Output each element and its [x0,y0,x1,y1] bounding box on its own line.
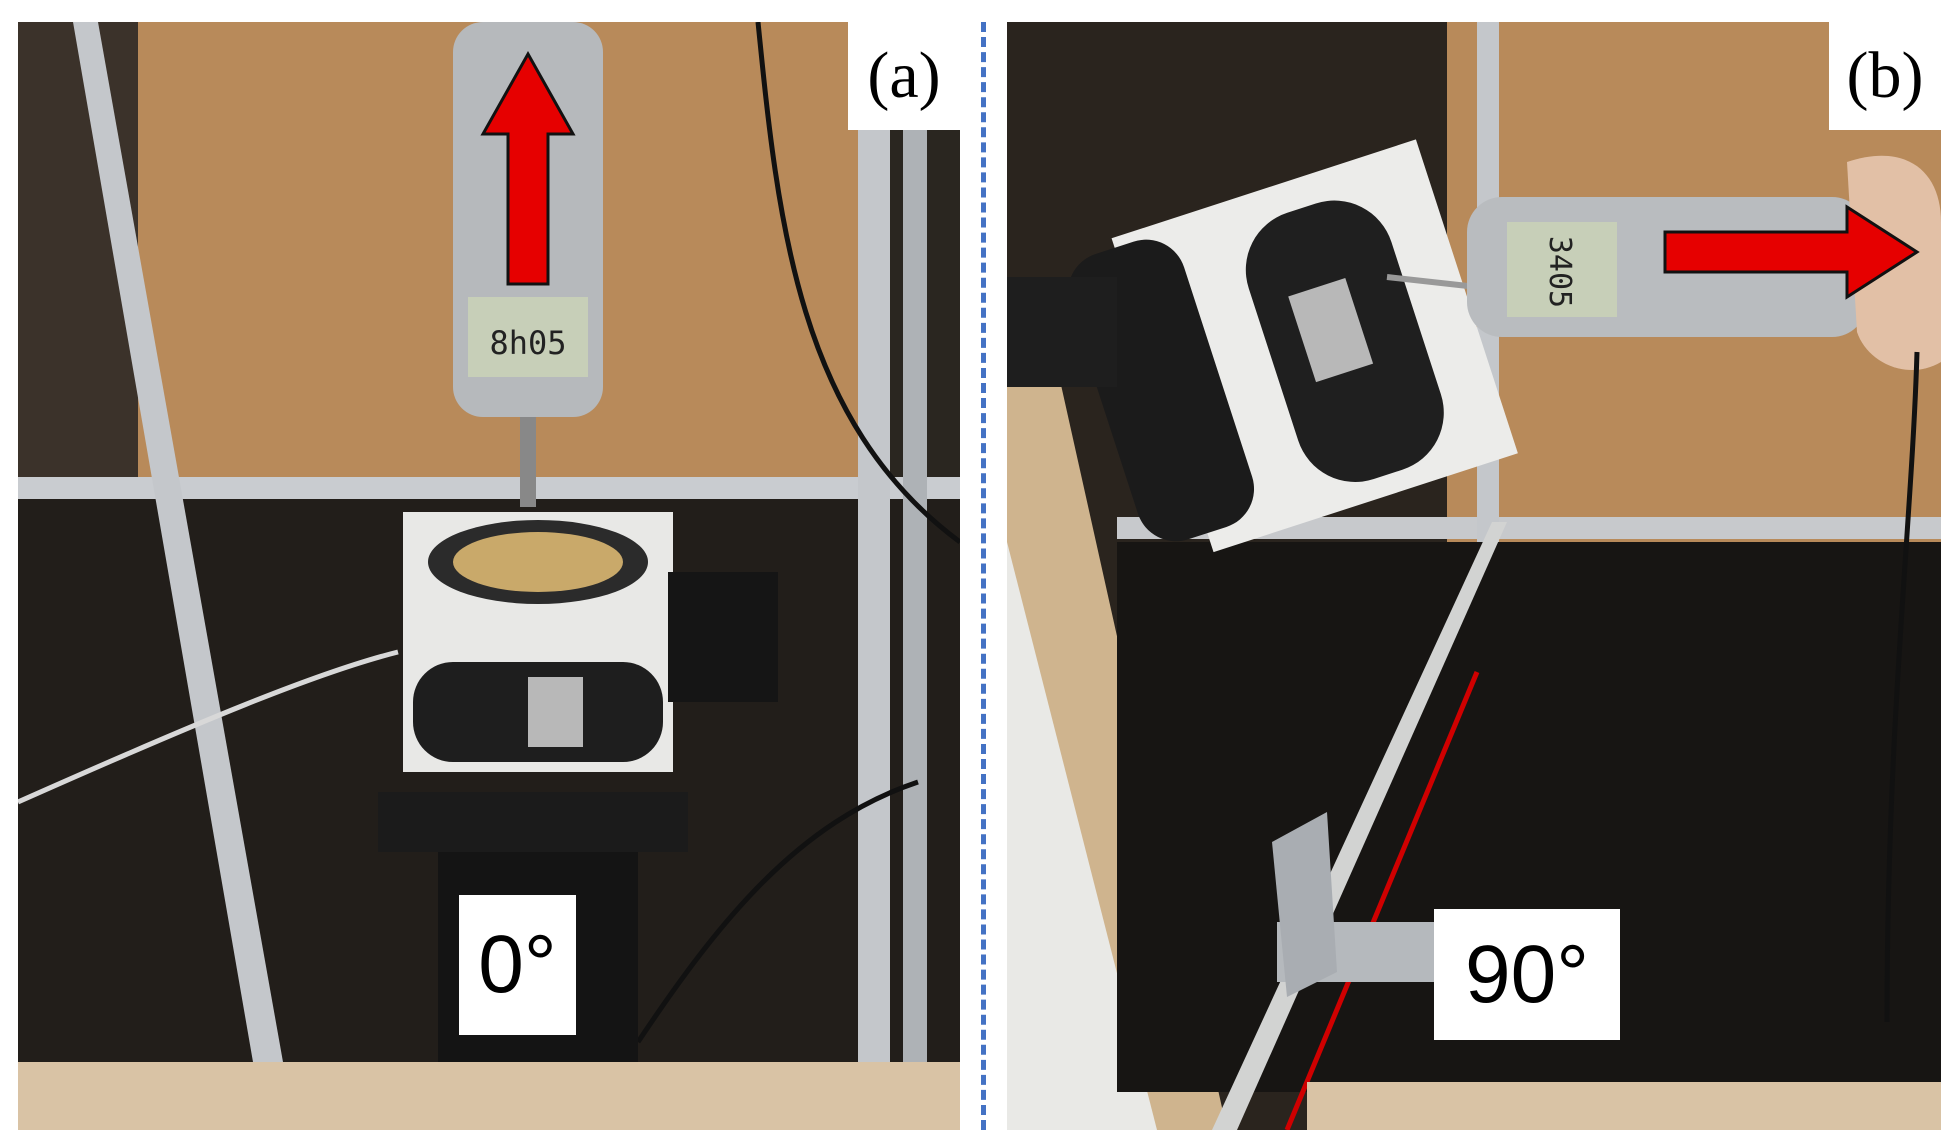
angle-label-a: 0° [459,895,576,1035]
gauge-display-b: 3405 [1542,236,1577,308]
panel-divider [981,22,986,1130]
force-arrow-up-icon [480,50,576,286]
panel-b-photo: 3405 (b) 90° [1007,22,1941,1130]
force-arrow-right-icon [1663,204,1920,300]
panel-label-a: (a) [848,22,960,130]
test-rig-photo-a: 8h05 [18,22,960,1130]
panel-label-b: (b) [1829,22,1941,130]
gauge-display-a: 8h05 [489,324,566,362]
angle-label-b: 90° [1434,909,1620,1040]
panel-a-photo: 8h05 (a) 0° [18,22,960,1130]
